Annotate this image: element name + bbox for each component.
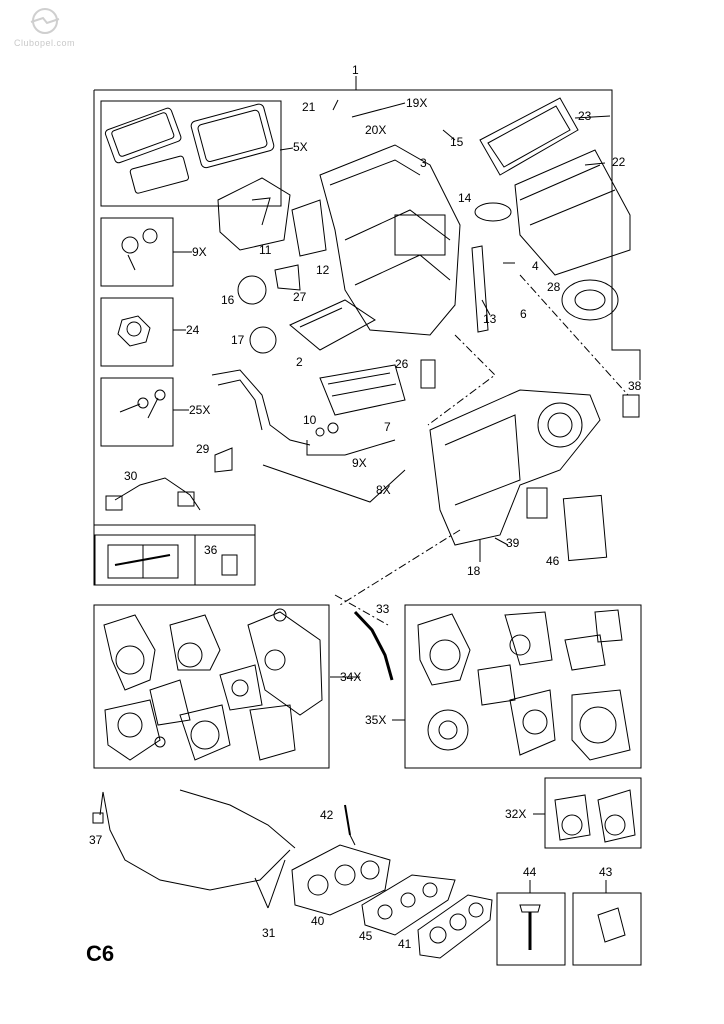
part-label-11: 11 (259, 243, 272, 257)
part-label-39: 39 (506, 536, 520, 550)
part-label-24: 24 (186, 323, 200, 337)
part-label-44: 44 (523, 865, 537, 879)
part-label-36: 36 (204, 543, 218, 557)
part-label-1: 1 (352, 63, 359, 77)
part-label-4: 4 (532, 259, 539, 273)
part-label-12: 12 (316, 263, 330, 277)
part-label-38: 38 (628, 379, 642, 393)
part-label-3: 3 (420, 156, 427, 170)
part-label-14: 14 (458, 191, 472, 205)
part-label-45: 45 (359, 929, 373, 943)
part-label-28: 28 (547, 280, 561, 294)
part-label-10: 10 (303, 413, 317, 427)
part-label-27: 27 (293, 290, 307, 304)
part-label-6: 6 (520, 307, 527, 321)
part-label-22: 22 (612, 155, 626, 169)
part-label-40: 40 (311, 914, 325, 928)
opel-logo (30, 8, 60, 34)
part-label-16: 16 (221, 293, 235, 307)
part-label-34x: 34X (340, 670, 362, 684)
part-label-35x: 35X (365, 713, 387, 727)
part-label-46: 46 (546, 554, 560, 568)
part-label-33: 33 (376, 602, 390, 616)
part-label-9x-b: 9X (352, 456, 367, 470)
part-label-7: 7 (384, 420, 391, 434)
part-label-41: 41 (398, 937, 412, 951)
part-label-20x: 20X (365, 123, 387, 137)
part-label-15: 15 (450, 135, 464, 149)
part-label-8x: 8X (376, 483, 391, 497)
part-label-13: 13 (483, 312, 497, 326)
part-label-30: 30 (124, 469, 138, 483)
part-label-23: 23 (578, 109, 592, 123)
watermark-text: Clubopel.com (14, 38, 76, 48)
part-label-9x-a: 9X (192, 245, 207, 259)
sheet-code: C6 (86, 941, 115, 966)
part-label-31: 31 (262, 926, 276, 940)
part-label-25x: 25X (189, 403, 211, 417)
part-label-37: 37 (89, 833, 103, 847)
part-label-32x: 32X (505, 807, 527, 821)
part-label-2: 2 (296, 355, 303, 369)
part-label-42: 42 (320, 808, 334, 822)
part-label-43: 43 (599, 865, 613, 879)
part-label-29: 29 (196, 442, 210, 456)
part-label-26: 26 (395, 357, 409, 371)
part-label-17: 17 (231, 333, 245, 347)
part-label-21: 21 (302, 100, 316, 114)
part-label-5x: 5X (293, 140, 308, 154)
part-label-18: 18 (467, 564, 481, 578)
part-label-19x: 19X (406, 96, 428, 110)
